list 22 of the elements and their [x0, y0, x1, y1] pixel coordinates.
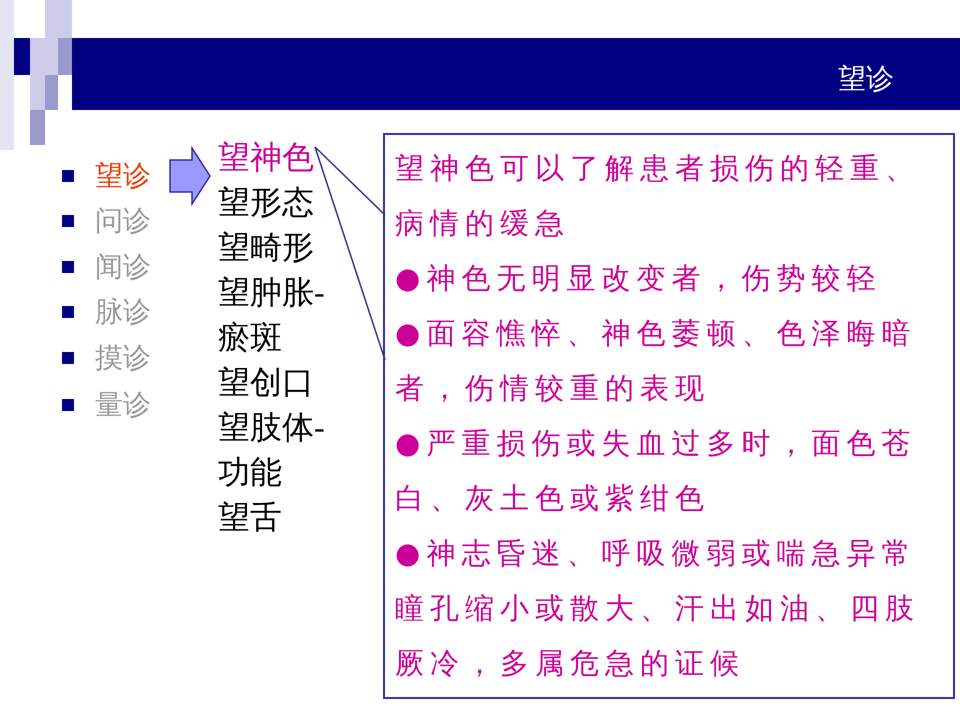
callout-paragraph: 望神色可以了解患者损伤的轻重、病情的缓急	[395, 150, 921, 242]
block-arrow	[169, 145, 211, 207]
menu-item: 望诊	[95, 160, 170, 192]
menu-item: 摸诊	[95, 342, 151, 374]
list-item: 望形态	[218, 183, 315, 222]
callout-paragraph: ●神色无明显改变者，伤势较轻	[395, 260, 882, 297]
menu-item: 量诊	[95, 389, 151, 421]
list-item: 望肢体-功能	[218, 408, 326, 492]
menu-item: 闻诊	[95, 251, 151, 283]
callout-box	[383, 133, 955, 699]
callout-paragraph: ●严重损伤或失血过多时，面色苍白、灰土色或紫绀色	[395, 425, 918, 517]
menu-item: 脉诊	[95, 296, 151, 328]
list-item: 望畸形	[218, 228, 315, 267]
list-item: 望创口	[218, 363, 315, 402]
list-item: 望肿胀-瘀斑	[218, 273, 326, 357]
list-item: 望舌	[218, 498, 283, 537]
slide-title: 望诊	[838, 62, 894, 96]
menu-item: 问诊	[95, 205, 151, 237]
callout-paragraph: ●面容憔悴、神色萎顿、色泽晦暗者，伤情较重的表现	[395, 315, 918, 407]
callout-paragraph: ●神志昏迷、呼吸微弱或喘急异常瞳孔缩小或散大、汗出如油、四肢厥冷，多属危急的证候	[395, 535, 921, 682]
callout-pointer	[314, 146, 386, 361]
list-item: 望神色	[218, 135, 314, 180]
